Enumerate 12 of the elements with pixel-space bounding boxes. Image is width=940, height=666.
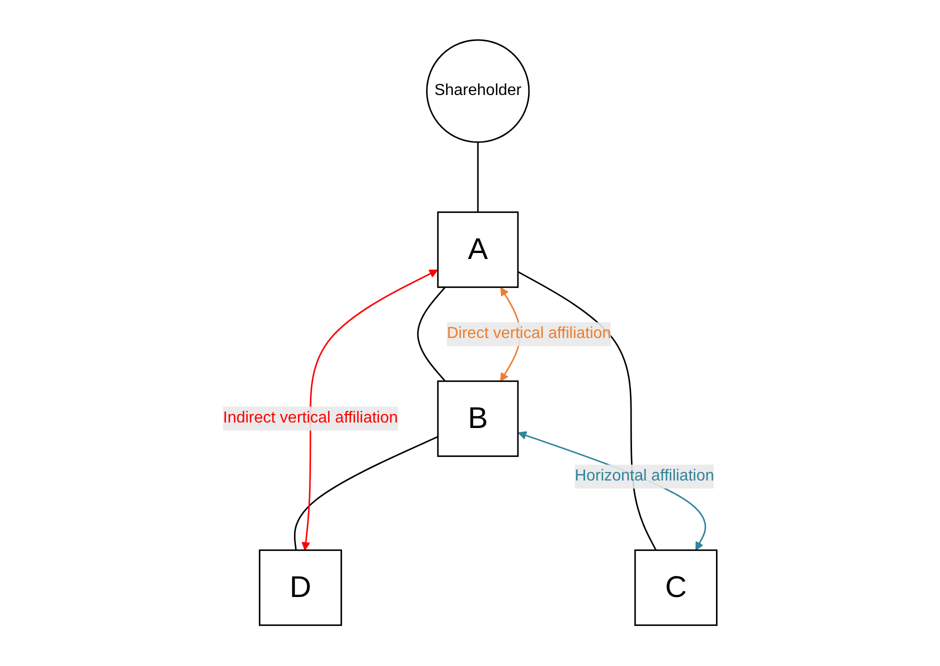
connector	[294, 436, 438, 551]
connector	[417, 287, 446, 382]
node-box: D	[259, 550, 342, 626]
node-box: A	[437, 212, 519, 288]
edge-label: Indirect vertical affiliation	[223, 410, 398, 428]
node-circle: Shareholder	[426, 40, 530, 144]
edge-label: Direct vertical affiliation	[446, 326, 612, 343]
node-box: C	[634, 550, 718, 626]
node-box: B	[437, 380, 519, 458]
edge-label: Horizontal affiliation	[574, 468, 714, 486]
connector	[477, 142, 479, 213]
arrow	[302, 270, 438, 551]
